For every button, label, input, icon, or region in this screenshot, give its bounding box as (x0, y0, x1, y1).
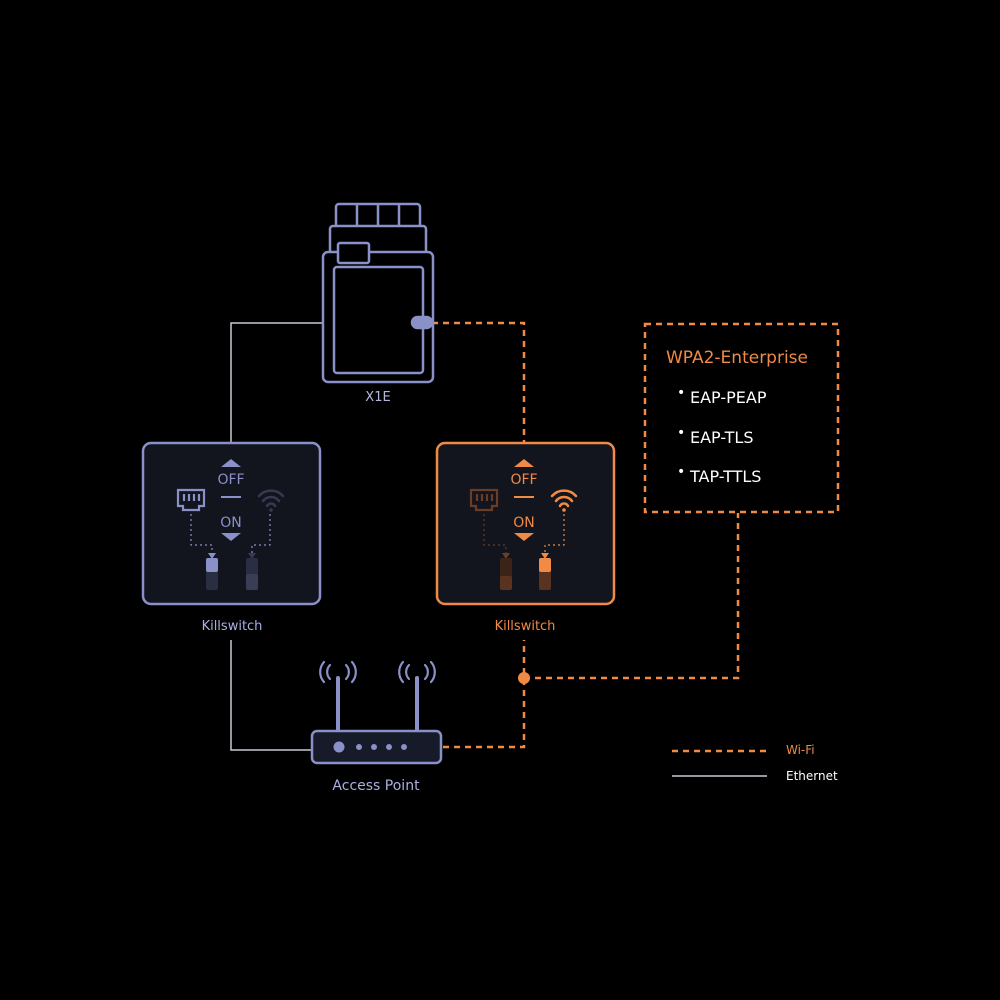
killswitch-left: OFF ON (141, 441, 322, 606)
wpa-list-item: •EAP-PEAP (677, 385, 767, 407)
x1e-device-icon (321, 202, 435, 384)
killswitch-left-label: Killswitch (201, 619, 263, 634)
wpa-list-item: •EAP-TLS (677, 425, 754, 447)
off-label: OFF (510, 472, 537, 488)
off-label: OFF (217, 472, 244, 488)
arrow-up-icon (221, 459, 241, 467)
on-label: ON (513, 515, 535, 531)
wifi-icon (550, 489, 578, 512)
wpa-title: WPA2-Enterprise (666, 348, 809, 368)
wifi-icon (257, 489, 285, 512)
wifi-link-ap-junction (443, 640, 526, 749)
ethernet-link-x1e-killswitch (230, 322, 323, 443)
ethernet-links (230, 322, 323, 751)
legend-wifi-label: Wi-Fi (786, 743, 815, 757)
ethernet-port-icon (176, 488, 206, 512)
wifi-junction-dot (518, 672, 530, 684)
access-point-label: Access Point (332, 778, 420, 794)
wpa-box-border (643, 322, 840, 514)
wpa-list-item: •TAP-TTLS (677, 464, 762, 486)
legend-ethernet-label: Ethernet (786, 769, 838, 783)
arrow-down-icon (221, 533, 241, 541)
on-label: ON (220, 515, 242, 531)
legend (672, 749, 767, 777)
arrow-up-icon (514, 459, 534, 467)
arrow-down-icon (514, 533, 534, 541)
ethernet-link-killswitch-ap (230, 640, 312, 751)
wifi-link-junction-wpa (524, 513, 740, 680)
ethernet-port-icon (469, 488, 499, 512)
x1e-label: X1E (365, 390, 391, 405)
killswitch-right-label: Killswitch (494, 619, 556, 634)
wifi-link-x1e-killswitch (432, 321, 526, 443)
killswitch-right: OFF ON (435, 441, 616, 606)
router-antenna-icon (310, 660, 443, 765)
wifi-links (432, 321, 840, 749)
